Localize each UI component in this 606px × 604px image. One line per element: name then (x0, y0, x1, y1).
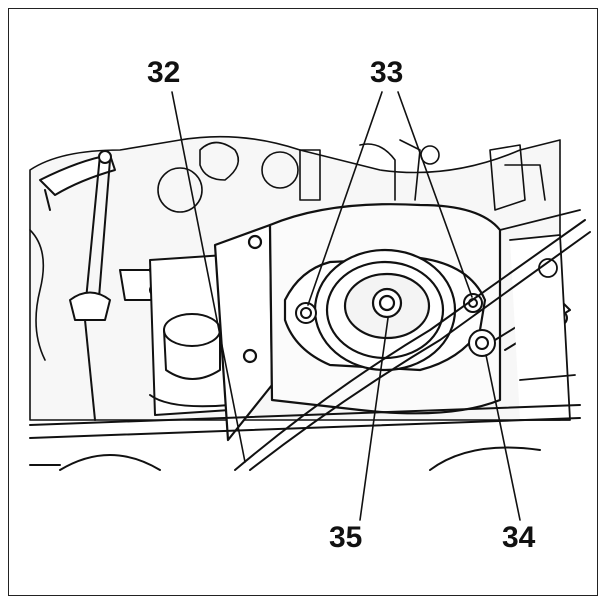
hose (234, 219, 591, 471)
left-cylinder (149, 254, 231, 416)
leader-32 (171, 91, 246, 463)
callout-33: 33 (370, 56, 404, 89)
lower-rail (29, 404, 581, 471)
leader-33-right (397, 91, 473, 298)
engine-mount-35 (313, 248, 457, 372)
callout-leaders (171, 91, 521, 521)
leader-33-left (307, 91, 383, 306)
callout-32: 32 (147, 56, 181, 89)
callout-34: 34 (502, 521, 536, 554)
callout-35: 35 (329, 521, 363, 554)
leader-35 (359, 317, 389, 521)
leader-34 (485, 354, 521, 521)
